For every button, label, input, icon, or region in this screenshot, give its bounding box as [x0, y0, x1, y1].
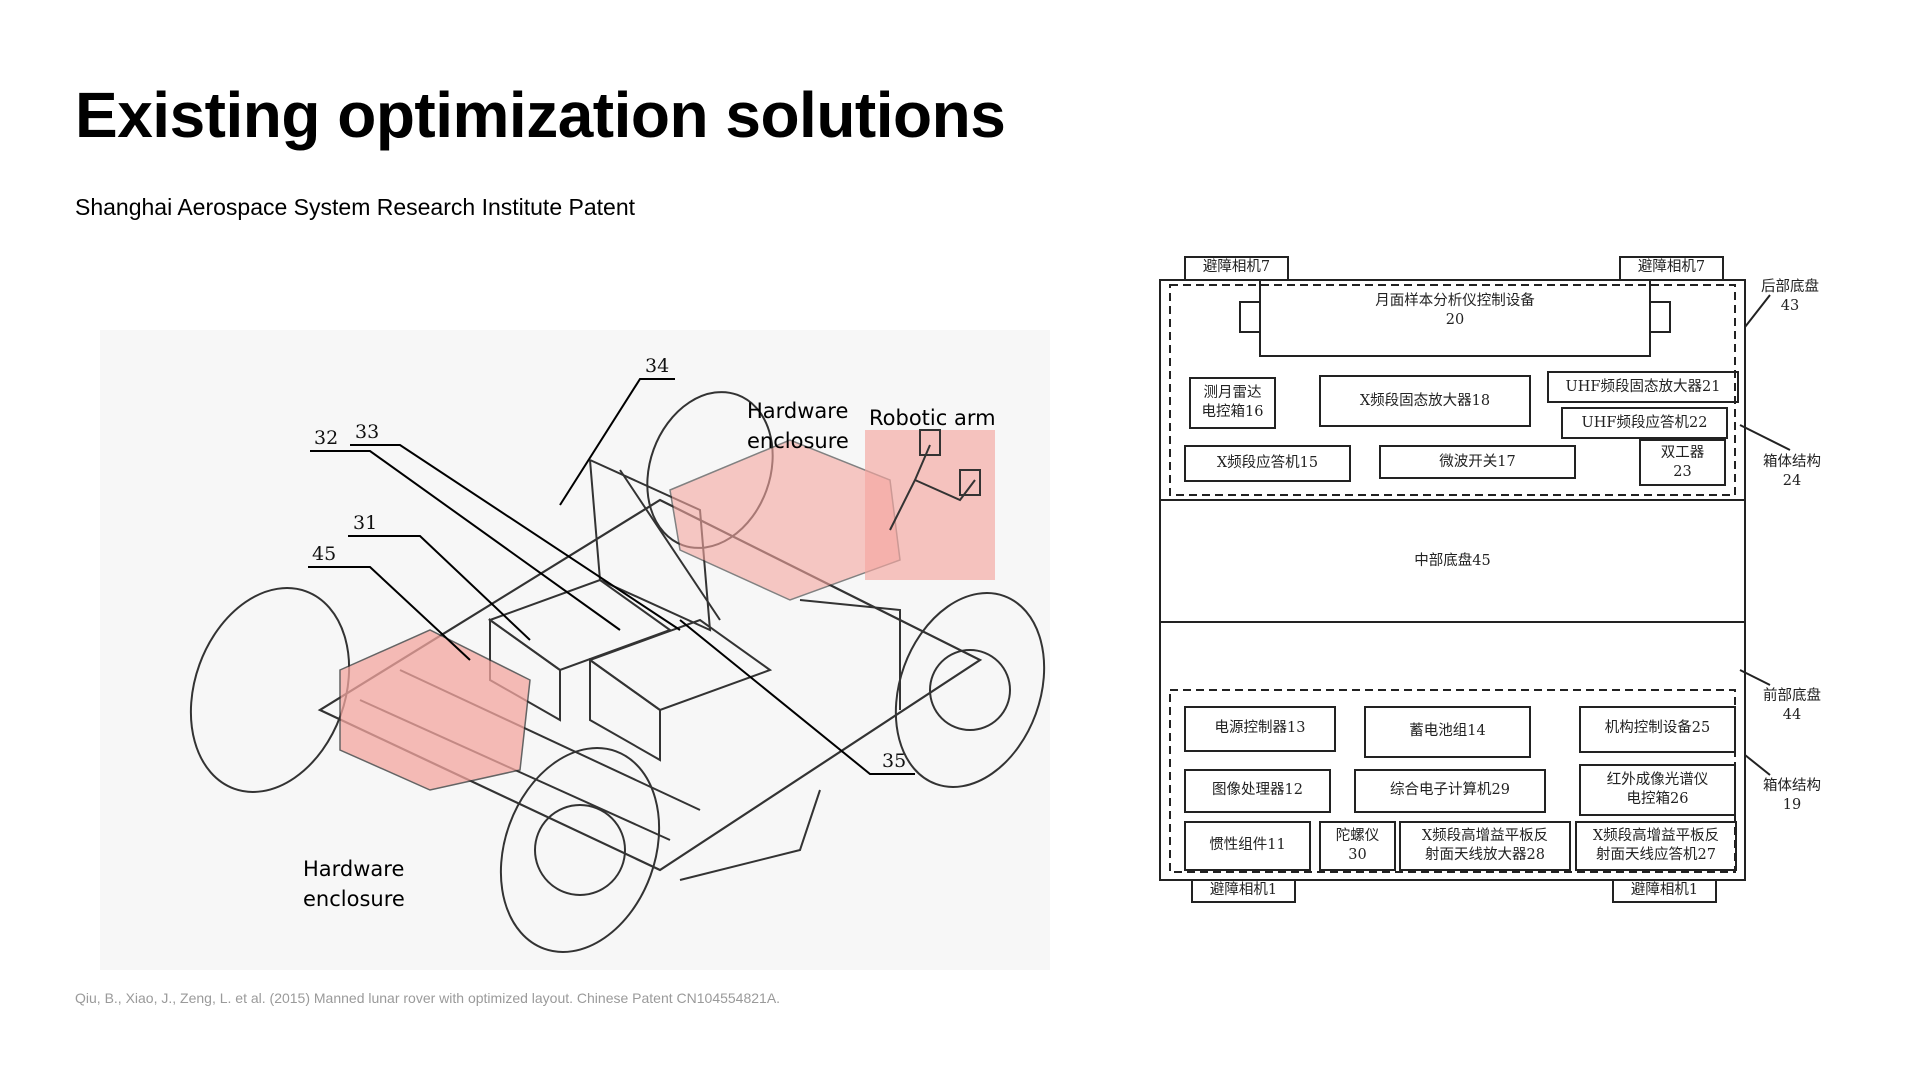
citation: Qiu, B., Xiao, J., Zeng, L. et al. (2015…	[75, 990, 781, 1006]
rear-chassis-label: 后部底盘 43	[1761, 279, 1819, 314]
infrared-spectrometer-box: 红外成像光谱仪 电控箱26	[1606, 772, 1709, 807]
roll-bar	[589, 459, 712, 632]
label-robotic-arm: Robotic arm	[869, 406, 996, 430]
integrated-computer-box: 综合电子计算机29	[1390, 782, 1510, 798]
label-hardware-enclosure-bottom: Hardware enclosure	[303, 857, 405, 911]
callout-45: 45	[312, 543, 336, 565]
slide-title: Existing optimization solutions	[75, 79, 1006, 151]
camera-bottom-right: 避障相机1	[1630, 882, 1699, 898]
label-hardware-enclosure-top: Hardware enclosure	[747, 399, 849, 453]
robotic-arm-sketch	[889, 429, 981, 531]
layout-diagram-lines	[1159, 256, 1791, 903]
seat-left	[487, 578, 673, 672]
callout-33: 33	[355, 421, 379, 443]
x-amp-box: X频段固态放大器18	[1359, 393, 1491, 409]
x-transponder-box: X频段应答机15	[1216, 455, 1319, 471]
box-structure-bottom-label: 箱体结构 19	[1763, 778, 1821, 813]
x-antenna-amp-box: X频段高增益平板反 射面天线放大器28	[1421, 828, 1549, 863]
callout-31: 31	[353, 512, 377, 534]
power-controller-box: 电源控制器13	[1214, 720, 1306, 736]
battery-pack-box: 蓄电池组14	[1409, 723, 1486, 739]
image-processor-box: 图像处理器12	[1212, 782, 1303, 798]
box-structure-top-label: 箱体结构 24	[1763, 454, 1821, 489]
camera-bottom-left: 避障相机1	[1209, 882, 1278, 898]
wheel-front-left	[499, 747, 661, 953]
rover-figure: 34 32 33 31 45 35	[100, 330, 1050, 970]
x-antenna-transponder-box: X频段高增益平板反 射面天线应答机27	[1592, 828, 1720, 863]
rear-enclosure-highlight	[339, 629, 531, 791]
sample-analyzer-box: 月面样本分析仪控制设备 20	[1375, 293, 1535, 328]
wheel-front-right	[894, 592, 1046, 788]
inertial-unit-box: 惯性组件11	[1209, 837, 1286, 853]
callout-35: 35	[882, 750, 906, 772]
camera-top-right: 避障相机7	[1637, 259, 1706, 275]
rover-drawing: 34 32 33 31 45 35	[189, 355, 1046, 953]
uhf-amp-box: UHF频段固态放大器21	[1565, 379, 1721, 395]
mechanism-controller-box: 机构控制设备25	[1604, 720, 1711, 736]
seat-right	[587, 618, 773, 712]
slide-subtitle: Shanghai Aerospace System Research Insti…	[75, 194, 635, 220]
duplexer-box: 双工器 23	[1660, 445, 1705, 480]
microwave-switch-box: 微波开关17	[1439, 454, 1516, 470]
gyroscope-box: 陀螺仪 30	[1335, 828, 1380, 863]
callout-34: 34	[645, 355, 669, 377]
robotic-arm-highlight	[865, 430, 995, 580]
callout-32: 32	[314, 427, 338, 449]
uhf-transponder-box: UHF频段应答机22	[1581, 415, 1708, 431]
camera-top-left: 避障相机7	[1202, 259, 1271, 275]
front-chassis-label: 前部底盘 44	[1763, 688, 1821, 723]
middle-chassis-label: 中部底盘45	[1414, 553, 1491, 569]
rover-chassis	[317, 498, 983, 872]
lunar-radar-box: 测月雷达 电控箱16	[1201, 385, 1264, 420]
layout-diagram: 避障相机7 避障相机7 避障相机1 避障相机1 后部底盘 43 箱体结构 24 …	[1140, 250, 1860, 910]
